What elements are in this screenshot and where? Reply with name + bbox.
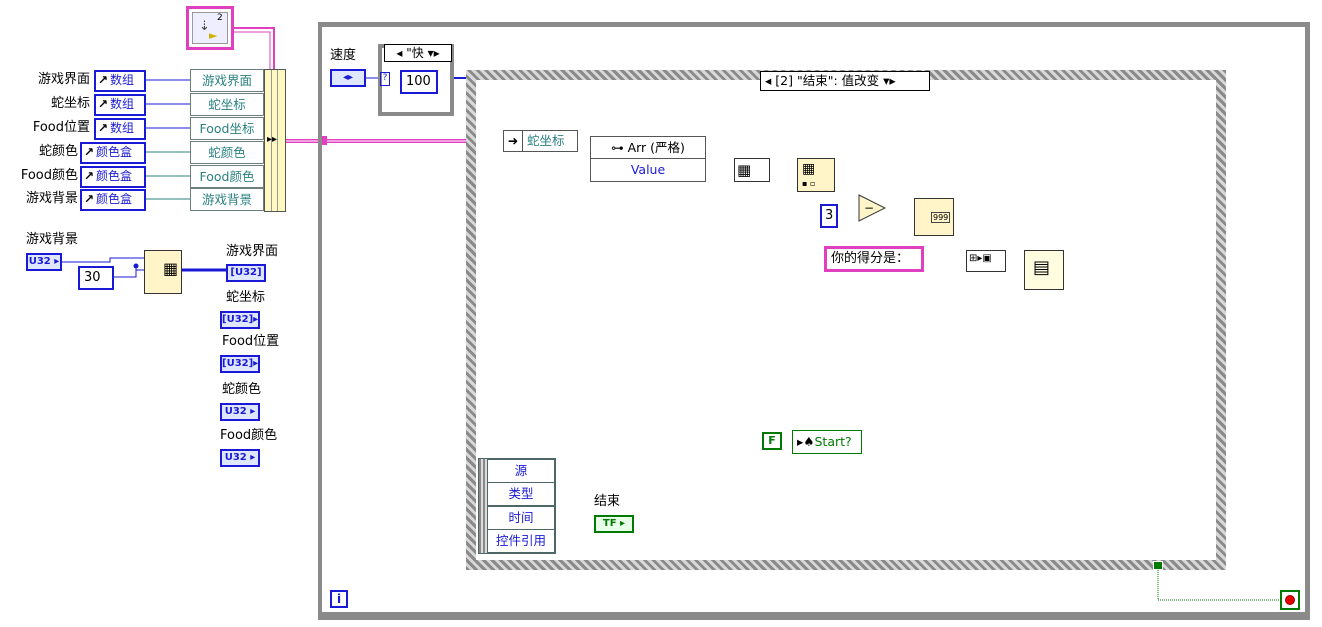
init-bg-terminal[interactable]: U32 ▸ [26,253,62,271]
end-terminal-type: TF [602,518,617,529]
score-string-constant[interactable]: 你的得分是： [824,246,924,272]
bundle-row-label: 游戏背景 [25,191,78,206]
dropdown-icon[interactable]: ▾▸ [883,73,896,88]
array-grid-icon: ▦ [163,259,179,278]
indicator-terminal[interactable]: U32 ▸ [220,449,260,467]
end-label: 结束 [594,494,621,509]
false-constant[interactable]: F [762,432,782,450]
bundle-row-label: 蛇颜色 [38,144,78,159]
indicator-label: 蛇颜色 [222,382,262,397]
pointer-icon: ⇣ [199,19,210,34]
bundle-row-label: 游戏界面 [37,72,90,87]
event-data-item[interactable]: 类型 [487,482,555,506]
message-dialog-node[interactable]: ▤ [1024,250,1064,290]
speed-value-constant[interactable]: 100 [400,70,438,94]
bool-tunnel [1153,561,1163,570]
index-terminals-icon: ▪ ▫ [802,179,816,188]
variant-to-data-node[interactable]: ⊶ Arr (严格) Value [590,136,706,182]
bundle-row-control[interactable]: ↗颜色盒 [80,189,146,211]
variant-func-label: Arr (严格) [627,140,685,155]
prev-case-icon[interactable]: ◂ [765,73,772,88]
case-count: 2 [217,13,223,23]
iteration-terminal: i [330,590,348,608]
case-structure-icon[interactable]: 2 ⇣ ► [186,6,234,50]
indicator-terminal[interactable]: [U32]▸ [220,355,260,373]
bundle-row-field[interactable]: 游戏界面 [190,69,264,92]
score-string-text: 你的得分是： [831,251,910,266]
local-var-name: Start? [814,434,852,449]
bundle-row-field[interactable]: 游戏背景 [190,188,264,211]
bundle-row-label: Food位置 [32,120,90,135]
bundle-row-label: Food颜色 [20,168,78,183]
bundle-row-control[interactable]: ↗颜色盒 [80,166,146,188]
event-data-node[interactable]: 源 类型 时间 控件引用 [478,458,556,554]
indicator-label: 蛇坐标 [226,290,266,305]
speed-case-selector[interactable]: ◂ "快 ▾▸ [384,44,452,62]
unbundle-field: 蛇坐标 [527,133,565,148]
bundle-output-icon: ▸▸ [267,134,278,145]
bundle-row-control[interactable]: ↗数组 [94,70,146,92]
bundle-row-field[interactable]: 蛇颜色 [190,141,264,164]
event-data-item[interactable]: 控件引用 [487,529,555,553]
speed-case-structure[interactable]: ◂ "快 ▾▸ 100 ? [378,44,454,116]
index-array-node[interactable]: ▦ ▪ ▫ [797,158,835,192]
start-local-variable[interactable]: ▸♠Start? [792,430,862,454]
while-loop-bottom-border [318,612,1310,620]
initialize-array-node[interactable]: ▦ [144,250,182,294]
event-selector-text: [2] "结束": 值改变 [775,73,880,88]
iteration-icon: i [336,592,342,606]
bundle-by-name-section: 游戏界面 ↗数组 游戏界面 蛇坐标 ↗数组 蛇坐标 Food位置 ↗数组 Foo… [0,68,290,214]
indicator-label: Food位置 [222,334,280,349]
unbundle-node[interactable]: ➜ 蛇坐标 [503,130,578,152]
end-terminal[interactable]: TF ▸ [594,515,634,533]
indicator-terminal[interactable]: U32 ▸ [220,403,260,421]
variant-value-label: Value [630,162,666,177]
bundle-row-label: 蛇坐标 [50,96,90,111]
init-bg-label: 游戏背景 [26,232,79,247]
bundle-row-control[interactable]: ↗数组 [94,94,146,116]
bundle-row-control[interactable]: ↗数组 [94,118,146,140]
indicator-label: 游戏界面 [226,244,279,259]
stop-icon [1285,595,1295,605]
subtract-constant[interactable]: 3 [820,204,838,228]
number-format-icon: 999 [931,212,951,223]
local-var-icon: ▸♠ [797,434,815,449]
indicator-terminal[interactable]: [U32]▸ [220,311,260,329]
indicator-terminal[interactable]: [U32] [226,264,266,282]
speed-label: 速度 [330,48,357,63]
bundle-node[interactable]: ▸▸ [264,69,286,212]
concat-icon: ⊞▸▣ [969,253,992,264]
bundle-row-field[interactable]: 蛇坐标 [190,93,264,116]
subtract-node[interactable]: − [858,194,886,222]
bundle-row-field[interactable]: Food坐标 [190,117,264,140]
index-array-icon: ▦ [802,161,816,177]
array-size-node[interactable]: ▦ [734,158,770,182]
event-data-item[interactable]: 源 [487,459,555,483]
speed-terminal[interactable]: ◂▸ [330,69,366,87]
unbundle-arrow-icon: ➜ [504,131,523,151]
dialog-icon: ▤ [1033,257,1051,278]
arrow-flag-icon: ► [209,29,218,42]
event-structure-frame[interactable] [466,70,1226,570]
array-size-icon: ▦ [737,161,752,179]
indicator-label: Food颜色 [220,428,278,443]
case-selector-input: ? [380,72,390,86]
svg-text:−: − [864,201,874,215]
number-to-string-node[interactable]: 999 [914,198,954,236]
stop-condition-terminal[interactable] [1280,590,1300,610]
false-constant-text: F [768,434,776,447]
size-constant[interactable]: 30 [78,266,114,290]
event-selector[interactable]: ◂ [2] "结束": 值改变 ▾▸ [760,71,930,91]
bundle-row-control[interactable]: ↗颜色盒 [80,142,146,164]
concatenate-node[interactable]: ⊞▸▣ [966,250,1006,272]
bundle-row-field[interactable]: Food颜色 [190,165,264,188]
event-data-item[interactable]: 时间 [487,506,555,530]
